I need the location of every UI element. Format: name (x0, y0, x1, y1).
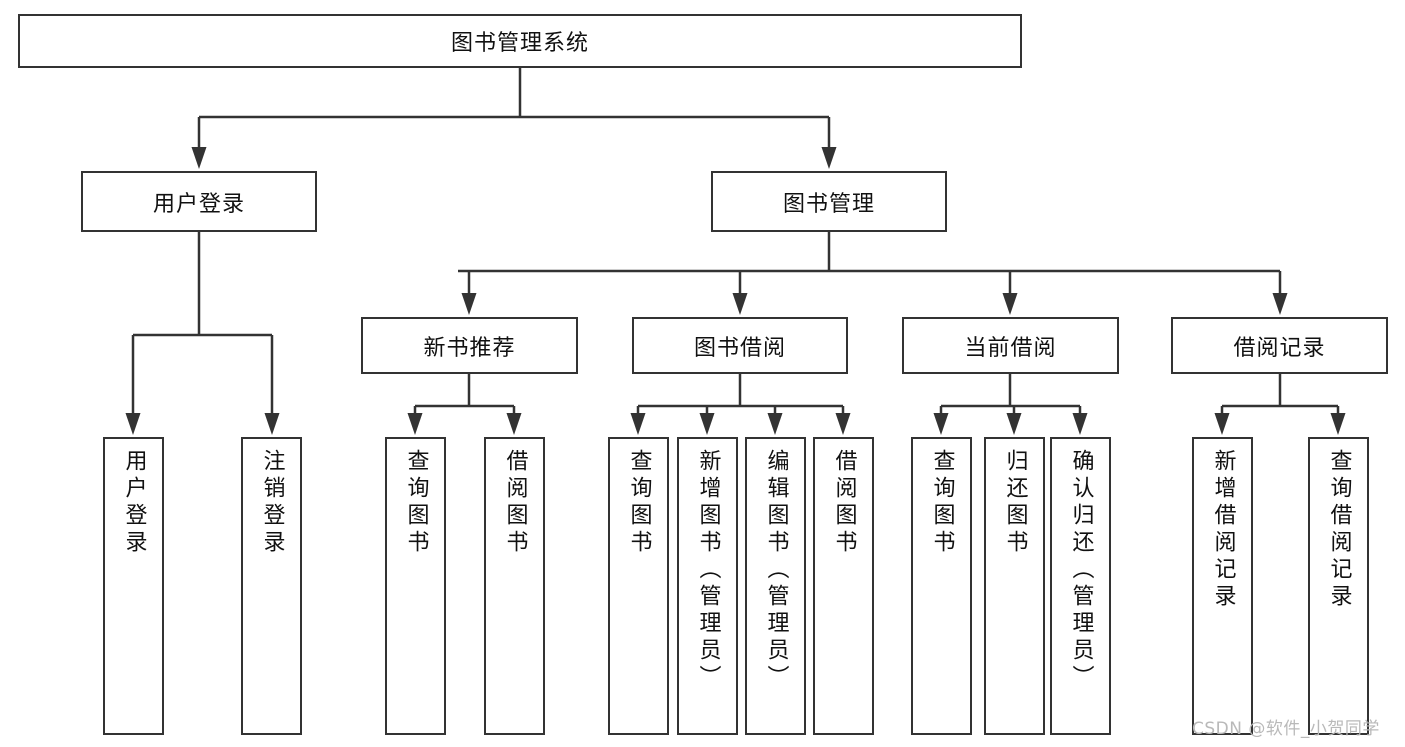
node-label: 图书管理系统 (450, 31, 589, 56)
rail-rail-book-manage (458, 232, 1280, 273)
rail-rail-cur-borrow (941, 374, 1080, 408)
arrowhead-icon-18 (1330, 413, 1346, 435)
rail-rail-borrow-log (1222, 374, 1338, 408)
node-label: 编辑图书（管理员） (763, 449, 789, 692)
node-book-borrow[interactable]: 图书借阅 (632, 317, 848, 374)
arrowhead-icon-3 (732, 293, 748, 315)
node-label: 归还图书 (1002, 449, 1028, 557)
node-book-manage[interactable]: 图书管理 (711, 171, 947, 232)
node-label: 借阅记录 (1233, 335, 1326, 361)
node-new-book-rec[interactable]: 新书推荐 (361, 317, 578, 374)
node-label: 借阅图书 (831, 449, 857, 557)
node-leaf-8[interactable]: 借阅图书 (813, 437, 874, 735)
arrowhead-icon-17 (1214, 413, 1230, 435)
node-label: 注销登录 (259, 449, 285, 557)
node-leaf-2[interactable]: 注销登录 (241, 437, 302, 735)
node-leaf-9[interactable]: 查询图书 (911, 437, 972, 735)
node-leaf-10[interactable]: 归还图书 (984, 437, 1045, 735)
rail-rail-new-book (415, 374, 514, 408)
node-label: 新书推荐 (423, 335, 516, 361)
node-label: 新增图书（管理员） (695, 449, 721, 692)
arrowhead-icon-6 (125, 413, 141, 435)
node-label: 图书借阅 (693, 335, 786, 361)
csdn-watermark: CSDN @软件_小贺同学 (1192, 719, 1380, 739)
node-leaf-3[interactable]: 查询图书 (385, 437, 446, 735)
node-label: 查询图书 (403, 449, 429, 557)
arrowhead-icon-15 (1006, 413, 1022, 435)
node-label: 查询借阅记录 (1326, 449, 1352, 611)
node-leaf-6[interactable]: 新增图书（管理员） (677, 437, 738, 735)
arrowhead-icon-1 (821, 147, 837, 169)
node-label: 借阅图书 (502, 449, 528, 557)
node-leaf-12[interactable]: 新增借阅记录 (1192, 437, 1253, 735)
arrowhead-icon-11 (699, 413, 715, 435)
node-leaf-4[interactable]: 借阅图书 (484, 437, 545, 735)
arrowhead-icon-7 (264, 413, 280, 435)
node-label: 图书管理 (782, 191, 875, 217)
node-borrow-log[interactable]: 借阅记录 (1171, 317, 1388, 374)
node-leaf-1[interactable]: 用户登录 (103, 437, 164, 735)
node-leaf-11[interactable]: 确认归还（管理员） (1050, 437, 1111, 735)
node-leaf-13[interactable]: 查询借阅记录 (1308, 437, 1369, 735)
arrowhead-icon-10 (630, 413, 646, 435)
node-label: 确认归还（管理员） (1068, 449, 1094, 692)
arrowhead-icon-13 (835, 413, 851, 435)
node-label: 查询图书 (929, 449, 955, 557)
arrowhead-icon-9 (506, 413, 522, 435)
node-root[interactable]: 图书管理系统 (18, 14, 1022, 68)
arrowhead-icon-16 (1072, 413, 1088, 435)
node-leaf-5[interactable]: 查询图书 (608, 437, 669, 735)
arrowhead-icon-2 (461, 293, 477, 315)
rail-rail-user-login (133, 232, 272, 337)
arrowhead-icon-4 (1002, 293, 1018, 315)
node-label: 新增借阅记录 (1210, 449, 1236, 611)
node-label: 用户登录 (152, 191, 245, 217)
arrowhead-icon-0 (191, 147, 207, 169)
rail-rail-root (199, 68, 829, 119)
arrowhead-icon-5 (1272, 293, 1288, 315)
node-cur-borrow[interactable]: 当前借阅 (902, 317, 1119, 374)
node-user-login[interactable]: 用户登录 (81, 171, 317, 232)
node-label: 查询图书 (626, 449, 652, 557)
rail-rail-book-borrow (638, 374, 843, 408)
node-leaf-7[interactable]: 编辑图书（管理员） (745, 437, 806, 735)
arrowhead-icon-14 (933, 413, 949, 435)
arrowhead-icon-12 (767, 413, 783, 435)
node-label: 用户登录 (121, 449, 147, 557)
node-label: 当前借阅 (964, 335, 1057, 361)
arrowhead-icon-8 (407, 413, 423, 435)
